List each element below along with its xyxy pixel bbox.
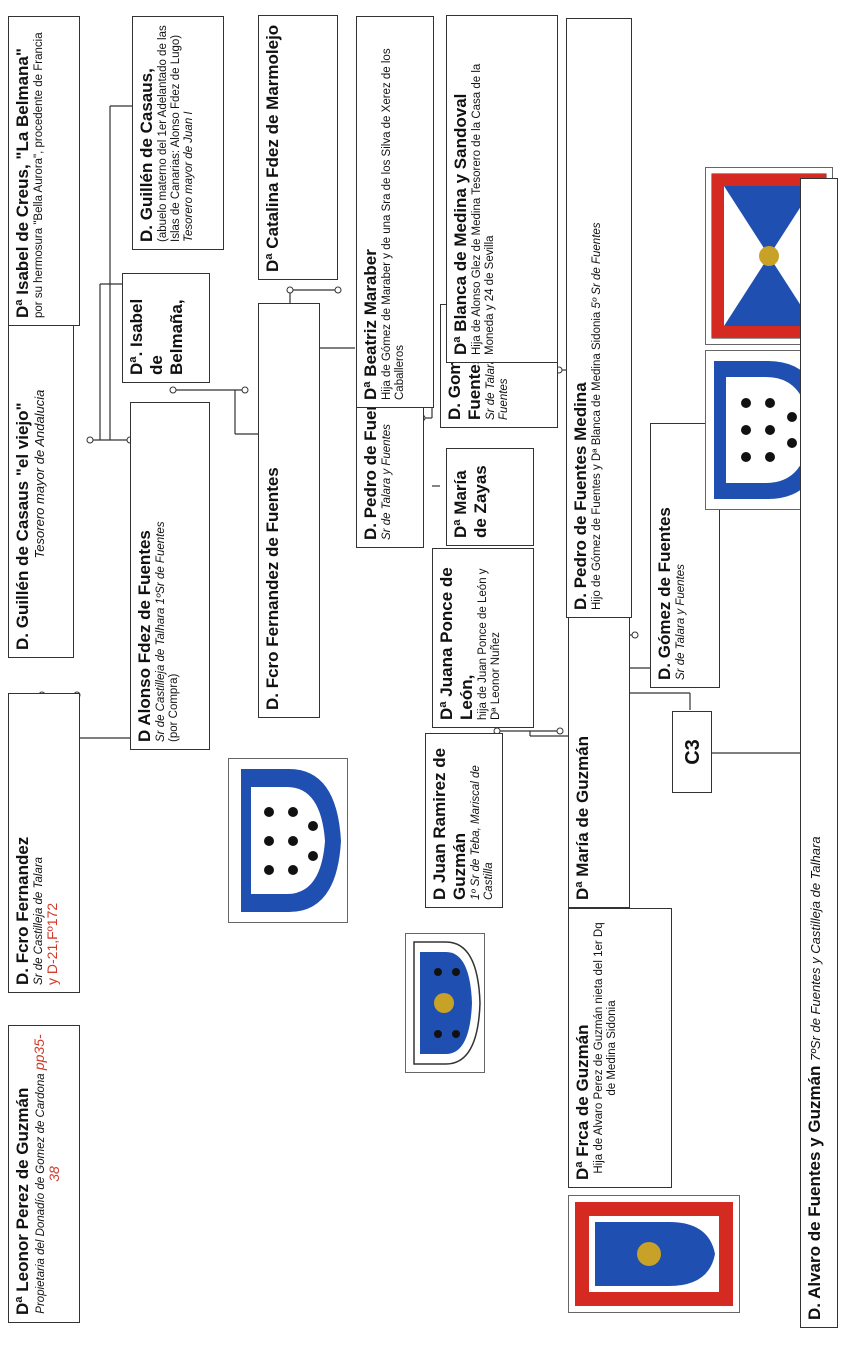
person-isabel-de-creus: Dª Isabel de Creus, "La Belmana" por su …: [8, 16, 80, 326]
person-alvaro-de-fuentes-y-guzman: D. Alvaro de Fuentes y Guzmán 7ºSr de Fu…: [800, 178, 838, 1328]
person-description: Hija de Gómez de Maraber y de una Sra de…: [381, 24, 407, 400]
person-name: D. Gómez de Fuentes: [655, 431, 675, 680]
person-name: D Juan Ramirez de Guzmán: [430, 741, 470, 900]
person-name: Dª Catalina Fdez de Marmolejo: [263, 23, 283, 272]
person-description: 7ºSr de Fuentes y Castilleja de Talhara: [808, 836, 823, 1061]
person-juana-ponce-de-leon: Dª Juana Ponce de León, hija de Juan Pon…: [432, 548, 534, 728]
person-name: D. Guillén de Casaus "el viejo": [13, 298, 33, 650]
person-description-note: Tesorero mayor de Juan I: [183, 24, 196, 242]
person-name: Dª. Isabel de Belmaña,: [127, 281, 187, 375]
connector-label: C3: [682, 739, 704, 765]
person-description: Sr de Castilleja de Talhara 1ºSr de Fuen…: [155, 410, 168, 742]
person-name: D. Pedro de Fuentes Medina: [571, 26, 591, 610]
person-guillen-de-casaus: D. Guillén de Casaus, (abuelo materno de…: [132, 16, 224, 250]
person-name: D. Fcro Fernandez de Fuentes: [263, 311, 283, 710]
person-name: Dª Leonor Perez de Guzmán: [13, 1033, 33, 1315]
person-maria-de-zayas: Dª María de Zayas: [446, 448, 534, 546]
person-description: Sr de Talara y Fuentes: [675, 431, 688, 680]
person-alonso-fdez-de-fuentes: D Alonso Fdez de Fuentes Sr de Castillej…: [130, 402, 210, 750]
person-name: Dª Juana Ponce de León,: [437, 556, 477, 720]
person-catalina-fdez-de-marmolejo: Dª Catalina Fdez de Marmolejo: [258, 15, 338, 280]
person-description: Tesorero mayor de Andalucia: [33, 298, 46, 650]
person-name: D. Alvaro de Fuentes y Guzmán: [805, 1066, 824, 1320]
person-juan-ramirez-de-guzman: D Juan Ramirez de Guzmán 1º Sr de Teba, …: [425, 733, 503, 908]
person-description: Hija de Alvaro Perez de Guzmán nieta del…: [593, 916, 619, 1180]
person-isabel-de-belmana: Dª. Isabel de Belmaña,: [122, 273, 210, 383]
person-name: Dª María de Zayas: [451, 456, 491, 538]
fuentes-crest-icon: [228, 758, 348, 923]
guzman-quartered-crest-icon: [568, 1195, 740, 1313]
person-fcro-fernandez-de-fuentes: D. Fcro Fernandez de Fuentes: [258, 303, 320, 718]
person-frca-de-guzman: Dª Frca de Guzmán Hija de Alvaro Perez d…: [568, 908, 672, 1188]
person-name: Dª Blanca de Medina y Sandoval: [451, 23, 471, 355]
person-description-note: (por Compra): [168, 410, 181, 742]
person-pedro-de-fuentes-medina: D. Pedro de Fuentes Medina Hijo de Gómez…: [566, 18, 632, 618]
person-name: Dª Beatriz Maraber: [361, 24, 381, 400]
person-name: D. Fcro Fernandez: [13, 701, 33, 985]
person-description: por su hermosura "Bella Aurora", procede…: [33, 24, 46, 318]
person-name: D. Guillén de Casaus,: [137, 24, 157, 242]
person-description: (abuelo materno del 1er Adelantado de la…: [157, 24, 183, 242]
person-description: Propietaria del Donadío de Gomez de Card…: [33, 1033, 63, 1315]
person-name: Dª Frca de Guzmán: [573, 916, 593, 1180]
person-description: 1º Sr de Teba, Mariscal de Castilla: [470, 741, 496, 900]
person-name: D Alonso Fdez de Fuentes: [135, 410, 155, 742]
person-description: Hija de Alonso Glez de Medina Tesorero d…: [471, 23, 497, 355]
guzman-crest-icon: [405, 933, 485, 1073]
person-description: hija de Juan Ponce de León y Dª Leonor N…: [477, 556, 503, 720]
person-blanca-de-medina-y-sandoval: Dª Blanca de Medina y Sandoval Hija de A…: [446, 15, 558, 363]
person-description: Hijo de Gómez de Fuentes y Dª Blanca de …: [591, 26, 604, 610]
connector-c3[interactable]: C3: [672, 711, 712, 793]
person-beatriz-maraber: Dª Beatriz Maraber Hija de Gómez de Mara…: [356, 16, 434, 408]
person-name: Dª Isabel de Creus, "La Belmana": [13, 24, 33, 318]
person-leonor-perez-de-guzman: Dª Leonor Perez de Guzmán Propietaria de…: [8, 1025, 80, 1323]
person-guillen-de-casaus-el-viejo: D. Guillén de Casaus "el viejo" Tesorero…: [8, 290, 74, 658]
person-fcro-fernandez: D. Fcro Fernandez Sr de Castilleja de Ta…: [8, 693, 80, 993]
reference-link[interactable]: y D-21,Fº172: [46, 701, 59, 985]
